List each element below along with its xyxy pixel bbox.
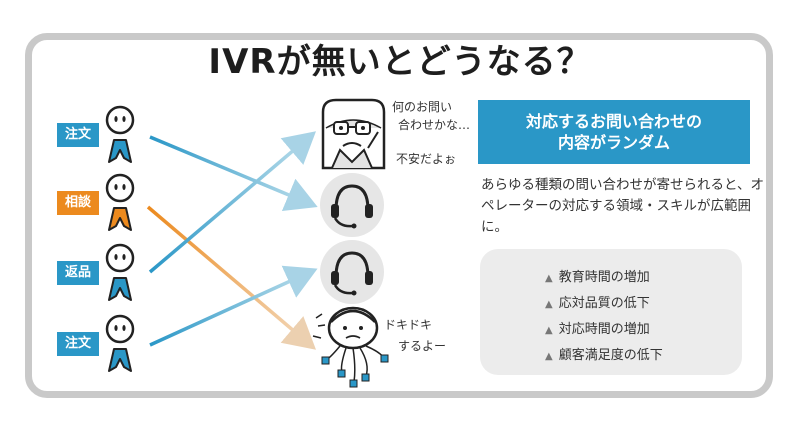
route-consult-to-operator4	[146, 205, 317, 350]
caller-figure-3	[105, 243, 135, 301]
caller-tag-consult: 相談	[57, 191, 99, 215]
caller-tag-return: 返品	[57, 261, 99, 285]
thought-top-line3: 不安だよぉ	[396, 152, 457, 166]
worried-operator-icon	[321, 98, 386, 170]
issue-item: ▲ 教育時間の増加	[545, 266, 650, 285]
route-return-to-operator1	[148, 131, 317, 274]
triangle-icon: ▲	[545, 273, 553, 284]
issue-item: ▲ 顧客満足度の低下	[545, 344, 663, 363]
issue-label: 教育時間の増加	[558, 270, 650, 285]
caller-figure-1	[105, 105, 135, 163]
route-order2-to-operator3	[149, 265, 318, 347]
triangle-icon: ▲	[545, 351, 553, 362]
caller-tag-order-2: 注文	[57, 332, 99, 356]
thought-bottom-line1: ドキドキ	[384, 318, 433, 332]
thought-bottom-line2: するよー	[398, 339, 447, 353]
caller-figure-4	[105, 314, 135, 372]
diagram-frame	[25, 33, 773, 398]
triangle-icon: ▲	[545, 299, 553, 310]
caller-figure-2	[105, 173, 135, 231]
callout-line2: 内容がランダム	[557, 133, 670, 152]
headset-icon-2	[320, 240, 384, 304]
thought-top-line2: 合わせかな…	[398, 118, 471, 132]
issue-label: 顧客満足度の低下	[558, 348, 663, 363]
issue-item: ▲ 応対品質の低下	[545, 292, 650, 311]
route-order1-to-operator2	[149, 135, 318, 212]
issue-label: 対応時間の増加	[558, 322, 650, 337]
thought-top-line1: 何のお問い	[392, 100, 453, 114]
flustered-operator-icon	[312, 306, 389, 388]
caller-tag-order-1: 注文	[57, 123, 99, 147]
issue-label: 応対品質の低下	[558, 296, 650, 311]
random-inquiry-callout: 対応するお問い合わせの 内容がランダム	[478, 100, 750, 164]
callout-line1: 対応するお問い合わせの	[525, 112, 702, 131]
page-title: IVRが無いとどうなる？	[0, 34, 800, 83]
issues-panel	[480, 249, 742, 375]
routing-lines	[146, 131, 318, 350]
description-text: あらゆる種類の問い合わせが寄せられると、オペレーターの対応する領域・スキルが広範…	[481, 177, 764, 235]
issue-item: ▲ 対応時間の増加	[545, 318, 650, 337]
headset-icon-1	[320, 173, 384, 237]
triangle-icon: ▲	[545, 325, 553, 336]
